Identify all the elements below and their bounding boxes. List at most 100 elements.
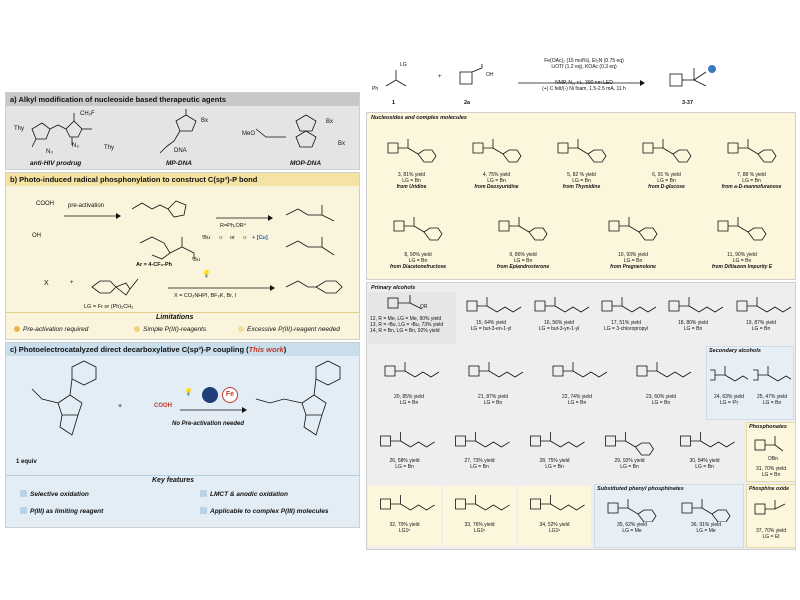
limitation-1-dot [14,326,20,332]
light-icon-1: ☼ [218,235,224,241]
bx2-label: Bx [326,119,334,125]
compound-10-source: from Pregnenolone [610,264,656,270]
compound-27-yield: 27, 73% yield [464,458,495,464]
key-features-title: Key features [152,477,195,484]
compound-4-source: from Deoxyuridine [474,184,519,190]
compound-24-lg: LG = ⁱPr [719,400,739,406]
panel-a: a) Alkyl modification of nucleoside base… [5,92,360,170]
pre-activation-label: pre-activation [68,203,105,209]
compound-29-structure [605,432,654,456]
compound-8-yield: 8, 90% yield [404,252,432,258]
nucleosides-title: Nucleosides and complex molecules [371,115,467,121]
thy-label: Thy [14,126,25,132]
feature-2: LMCT & anodic oxidation [200,490,288,498]
compound-7-structure [727,139,776,163]
compound-25-structure [753,366,791,382]
compound-32-yield: 32, 70% yield [389,522,420,528]
feature-4: Applicable to complex P(III) molecules [200,507,328,515]
limitation-1-text: Pre-activation required [23,326,89,333]
compound-28-yield: 28, 75% yield [539,458,570,464]
fe-label: Fe [225,391,235,398]
condition-2: LiOTf (1.2 eq), KOAc (0.3 eq) [551,64,617,70]
reagent-label: R=Ph,OR⁴ [220,223,247,229]
phosphonates-panel: Phosphonates [746,422,796,482]
compound-36-structure [681,499,731,522]
limitation-3: Excessive P(III)-reagent needed [238,326,340,333]
scheme-conditions: Fe(OAc)₂ (15 mol%), Et₃N (0.75 eq) LiOTf… [522,58,646,92]
bx3-label: Bx [338,141,346,147]
product-c-structure [255,360,341,436]
compound-13-line: 13, R = ⁿBu, LG = ⁿBu, 73% yield [370,322,444,328]
compound-22-yield: 22, 74% yield [561,394,593,400]
fe-badge: Fe [222,387,238,403]
compound-28-lg: LG = Bn [545,464,564,470]
light-icon-c: 💡 [184,389,193,396]
feature-4-marker [200,507,207,514]
n3-label: N₃ [46,149,53,155]
electrode-icon [202,387,218,403]
compound-28-structure [530,432,585,448]
compound-12-14: OR 12, R = Me, LG = Me, 90% yield 13, R … [368,292,456,344]
phosphonates-title: Phosphonates [749,424,787,430]
compound-22-lg: LG = Bn [567,400,587,406]
compound-11-yield: 11, 90% yield [727,252,757,258]
compound-18-structure [668,297,724,313]
compound-15-lg: LG = but-3-en-1-yl [470,326,512,332]
panel-c-title-emph: This work [248,345,284,354]
compound-10-lg: LG = Bn [623,258,643,264]
feature-3-text: P(III) as limiting reagent [30,508,104,515]
label-2a: 2a [464,100,471,106]
mop-dna-structure [255,114,317,148]
compound-33-structure [455,495,510,511]
compound-6-source: from D-glucose [648,184,685,190]
secondary-panel: Secondary alcohols [706,346,794,420]
compound-31-structure [754,436,784,452]
compound-33-yield: 33, 76% yield [464,522,495,528]
product-b-top [285,205,335,222]
panel-c-title: c) Photoelectrocatalyzed direct decarbox… [6,343,359,356]
compound-11-lg: LG = Bn [732,258,752,264]
compound-18-yield: 18, 80% yield [677,320,709,326]
compound-3-lg: LG = Bn [402,178,421,184]
compound-12-14-or: OR [420,304,428,310]
scheme-arrow [518,80,645,86]
reaction-arrow-reagent [216,215,273,221]
compound-34-lg: LG1ᵇ [548,528,561,534]
nhpi-ester-structure [131,200,187,218]
cu-label: + [Cu] [252,235,268,241]
product-3-37 [669,65,716,87]
compound-25-lg: LG = Bn [762,400,782,406]
compound-26-structure [380,432,435,448]
compound-17-structure [601,297,656,313]
limitation-3-text: Excessive P(III)-reagent needed [247,326,340,333]
compound-26-yield: 26, 58% yield [389,458,420,464]
compound-7-yield: 7, 88 % yield [737,172,766,178]
compound-26-lg: LG = Bn [395,464,414,470]
ch2f-label: CH₂F [80,111,95,117]
condition-4: (+) C felt/(-) Ni foam, 1.5-2.5 mA, 11 h [542,86,626,92]
product-b-catechol [285,280,343,294]
compound-17-yield: 17, 51% yield [610,320,642,326]
compound-11-source: from Diltiazem Impurity E [711,264,773,270]
compound-3-yield: 3, 81% yield [397,172,426,178]
equiv-label: 1 equiv [16,459,37,465]
anti-hiv-prodrug-structure [31,113,92,148]
light-icon-2: ☼ [242,235,248,241]
panel-b-title: b) Photo-induced radical phosphonylation… [6,173,359,186]
compound-34-yield: 34, 52% yield [539,522,570,528]
compound-33-lg: LG1ᵇ [473,528,486,534]
lg-definition: LG = Fr or (Ph)₂CH₂ [84,304,134,310]
feature-1-marker [20,490,27,497]
